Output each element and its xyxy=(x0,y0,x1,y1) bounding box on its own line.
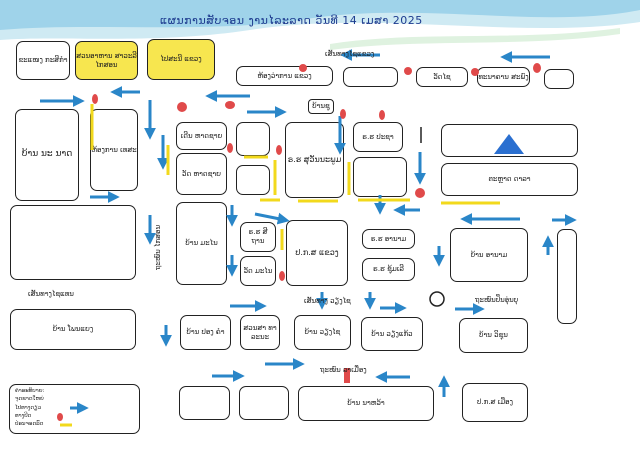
block-food-garden[interactable]: ສວນອາຫານ ສາວະລີ ໄກສອນ xyxy=(75,41,138,80)
block-top-right[interactable] xyxy=(544,69,574,89)
block-right-vertical[interactable] xyxy=(557,229,577,324)
block-bottom-1[interactable] xyxy=(179,386,230,420)
block-ban-viengxay[interactable]: ບ້ານ ວຽງໄຊ xyxy=(294,315,351,350)
legend-closure-icon xyxy=(57,413,63,421)
block-small-2[interactable] xyxy=(236,165,270,195)
legend-item-one-way: ໄປທາງດຽວ xyxy=(15,405,42,411)
block-big-left[interactable] xyxy=(10,205,136,280)
block-ban-anam[interactable]: ບ້ານ ອານາມ xyxy=(450,228,528,282)
block-hospital-suvanna[interactable]: ຣ.ຮ ສຸວັນນະພູມ xyxy=(285,122,344,198)
road-label-left: ເສັ້ນທາງໄຊແທນ xyxy=(28,290,74,298)
legend-symbols xyxy=(57,402,89,427)
block-school-sumlee[interactable]: ຣ.ຮ ຊຸ້ມເລີ xyxy=(362,258,415,281)
block-ban-nanat[interactable]: ບ້ານ ນະ ນາດ xyxy=(15,109,79,201)
block-ban-vixun[interactable]: ບ້ານ ວິຊຸນ xyxy=(459,318,528,353)
block-police-district[interactable]: ປ.ກ.ສ ເມືອງ xyxy=(462,383,528,422)
block-hatxay-temple[interactable]: ວັດ ຫາດຊາຍ xyxy=(176,153,227,195)
block-ban-vienkeo[interactable]: ບ້ານ ວຽງແກ້ວ xyxy=(361,317,423,351)
road-label-middle: ເສັ້ນທາງ ວຽງໄຊ xyxy=(304,297,351,305)
block-bottom-2[interactable] xyxy=(239,386,289,420)
closure-marker xyxy=(92,94,98,104)
closure-marker xyxy=(533,63,541,73)
road-label-top: ເສັ້ນທາງໄຊແຂວງ xyxy=(325,50,375,58)
market-triangle-icon xyxy=(494,134,524,154)
closure-marker xyxy=(340,109,346,119)
block-ban-nawa[interactable]: ບ້ານ ນາຫວ້າ xyxy=(298,386,434,421)
block-governor-office[interactable]: ຫ້ອງວ່າການ ແຂວງ xyxy=(236,66,333,86)
closure-marker xyxy=(404,67,412,75)
block-public-park[interactable]: ສວນສາ ທາລະນະ xyxy=(240,315,280,350)
closure-marker xyxy=(344,368,350,383)
road-label-bottom: ຖະໜົນ ລາເມື່ອງ xyxy=(320,366,367,374)
block-market-dala[interactable]: ຕະຫຼາດ ດາລາ xyxy=(441,163,578,196)
closure-marker xyxy=(225,101,235,109)
legend: ຄຳອະທິບາຍ: ຈຸດຂາດໃຫຍ່ ໄປທາງດຽວ ທາງປິດ ປ່… xyxy=(9,384,140,434)
header-wave xyxy=(0,0,640,50)
block-right-mid[interactable] xyxy=(353,157,407,197)
legend-item-closed: ທາງປິດ xyxy=(15,413,32,419)
map-title: ແຜນການສັບຈອນ ງານໄລະລາດ ວັນທີ 14 ເມສາ 202… xyxy=(160,14,423,27)
road-label-right: ຖະໜົນປິ່ນອຸ່ນບຸ xyxy=(475,296,519,304)
block-municipality[interactable]: ຫ້ອງການ ເທສະ xyxy=(90,109,138,191)
closure-marker xyxy=(279,271,285,281)
block-top-middle[interactable] xyxy=(343,67,398,87)
closure-marker xyxy=(415,188,425,198)
block-school-anam[interactable]: ຣ.ຮ ອານາມ xyxy=(362,229,415,249)
block-bank[interactable]: ທະນາຄານ ສະພົງ xyxy=(477,67,530,87)
arrow xyxy=(254,212,290,225)
closure-marker xyxy=(177,102,187,112)
closure-marker xyxy=(299,64,307,72)
closure-marker xyxy=(276,145,282,155)
block-ban-phonyaeng[interactable]: ບ້ານ ໂພນແຍງ xyxy=(10,309,136,350)
block-post-office[interactable]: ໄປສະນີ ແຂວງ xyxy=(147,39,215,80)
closure-marker xyxy=(471,68,479,76)
block-agriculture[interactable]: ຂະແໜງ ກະສິກຳ xyxy=(16,41,70,80)
block-wat-xay[interactable]: ວັດໄຊ xyxy=(416,67,468,87)
legend-item-parking: ປ່ອນຈອດລົດ xyxy=(15,421,44,427)
block-wat-manai[interactable]: ວັດ ມະໄນ xyxy=(240,256,276,286)
legend-title: ຄຳອະທິບາຍ: xyxy=(15,388,45,394)
block-school-pasa[interactable]: ຣ.ຮ ປະຊາ xyxy=(353,122,403,152)
roundabout-icon xyxy=(429,291,445,307)
block-police-province[interactable]: ປ.ກ.ສ ແຂວງ xyxy=(286,220,348,286)
block-school-sithan[interactable]: ຣ.ຮ ສີ ຖານ xyxy=(240,222,276,252)
block-hatxay-field[interactable]: ເດີນ ຫາດຊາຍ xyxy=(176,122,227,150)
block-ban-pongkham[interactable]: ບ້ານ ປອງ ຄຳ xyxy=(180,315,231,350)
closure-marker xyxy=(379,110,385,120)
legend-item-main-point: ຈຸດຂາດໃຫຍ່ xyxy=(15,396,44,402)
bus-stop-label: ບ້ານຊຸ xyxy=(308,99,334,114)
road-label-vertical: ຖະໜົນ ໄກສອນ xyxy=(154,224,162,270)
block-ban-manai[interactable]: ບ້ານ ມະໄນ xyxy=(176,202,227,285)
closure-marker xyxy=(227,143,233,153)
